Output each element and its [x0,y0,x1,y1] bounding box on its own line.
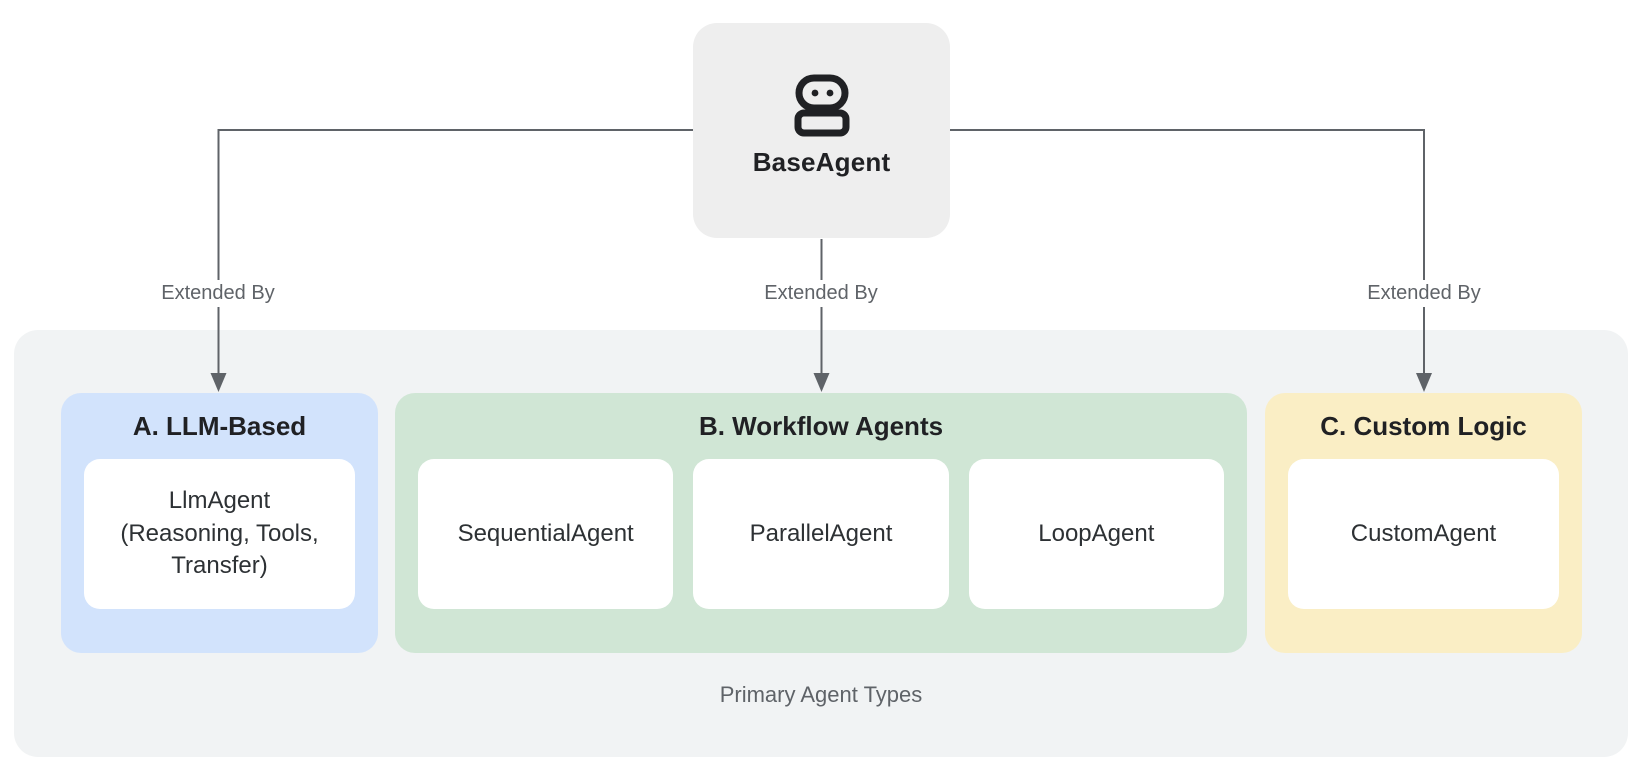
agent-card-customagent-label: CustomAgent [1350,519,1497,547]
base-agent-label: BaseAgent [752,147,891,177]
edge-label-extended-by-left: Extended By [151,280,285,307]
group-cards-workflow-agents: SequentialAgent ParallelAgent LoopAgent [418,459,1224,609]
agent-card-llmagent-label: LlmAgent (Reasoning, Tools, Transfer) [120,487,319,580]
agent-card-loopagent-label: LoopAgent [1038,519,1155,547]
group-cards-custom-logic: CustomAgent [1288,459,1559,609]
edge-label-extended-by-right: Extended By [1357,280,1491,307]
robot-icon [794,74,849,137]
agent-card-llmagent: LlmAgent (Reasoning, Tools, Transfer) [84,459,355,609]
group-title-llm-based: A. LLM-Based [132,411,307,441]
agent-card-sequentialagent-label: SequentialAgent [457,519,634,547]
agent-card-customagent: CustomAgent [1288,459,1559,609]
primary-agent-types-container: A. LLM-Based LlmAgent (Reasoning, Tools,… [14,330,1628,757]
container-caption: Primary Agent Types [719,682,923,707]
group-title-custom-logic: C. Custom Logic [1320,411,1527,441]
agent-card-parallelagent-label: ParallelAgent [749,519,893,547]
group-llm-based: A. LLM-Based LlmAgent (Reasoning, Tools,… [61,393,378,653]
group-workflow-agents: B. Workflow Agents SequentialAgent Paral… [395,393,1247,653]
agent-card-loopagent: LoopAgent [968,459,1224,609]
agent-card-parallelagent: ParallelAgent [693,459,949,609]
base-agent-node: BaseAgent [693,23,950,238]
edge-label-extended-by-middle: Extended By [754,280,888,307]
group-cards-llm-based: LlmAgent (Reasoning, Tools, Transfer) [84,459,355,609]
group-custom-logic: C. Custom Logic CustomAgent [1265,393,1582,653]
agent-card-sequentialagent: SequentialAgent [418,459,674,609]
group-title-workflow-agents: B. Workflow Agents [698,411,944,441]
